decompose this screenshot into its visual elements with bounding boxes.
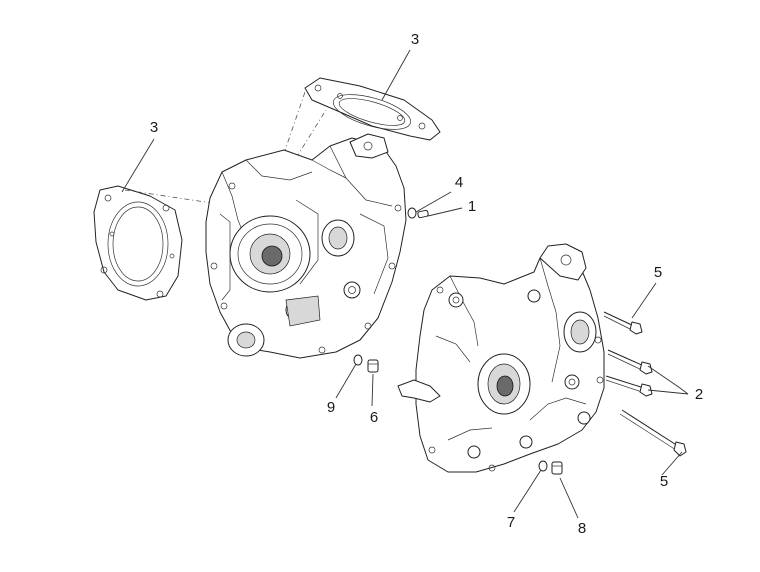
base-gasket-left <box>93 185 183 301</box>
callout-5-lower: 5 <box>660 473 668 490</box>
callout-6: 6 <box>370 409 378 426</box>
leader-line-5-upper <box>631 282 657 319</box>
alignment-line <box>124 189 213 204</box>
callout-8: 8 <box>578 520 586 537</box>
callout-2: 2 <box>695 386 703 403</box>
dowel-pin-1 <box>417 209 429 219</box>
bolt-2-b <box>605 375 653 397</box>
o-ring-4 <box>407 207 417 219</box>
callout-9: 9 <box>327 399 335 416</box>
leader-line-5-lower <box>661 451 683 476</box>
head-gasket-top <box>304 77 441 141</box>
callout-1: 1 <box>468 198 476 215</box>
alignment-line <box>295 109 327 159</box>
leader-line-2 <box>647 365 689 395</box>
callout-5-upper: 5 <box>654 264 662 281</box>
leader-line-3-top <box>381 49 411 101</box>
callout-7: 7 <box>507 514 515 531</box>
leader-line-4 <box>415 191 452 213</box>
bolt-5-upper <box>603 311 643 335</box>
washer-9 <box>353 354 363 366</box>
leader-line-1 <box>427 207 463 217</box>
bolt-2-a <box>607 349 653 375</box>
leader-line-8 <box>559 477 579 519</box>
leader-line-7 <box>513 469 542 513</box>
leader-line-9 <box>335 363 357 399</box>
leader-line-6 <box>371 373 374 407</box>
callout-3-top: 3 <box>411 31 419 48</box>
callout-3-left: 3 <box>150 119 158 136</box>
drain-plug-8 <box>551 461 563 475</box>
leader-line-3-left <box>121 138 155 193</box>
right-crankcase-half <box>397 243 605 473</box>
bolt-5-lower <box>619 409 687 457</box>
callout-4: 4 <box>455 174 463 191</box>
plug-6 <box>367 359 379 373</box>
washer-7 <box>538 460 548 472</box>
left-crankcase-half <box>205 133 407 359</box>
leader-line-2b <box>647 389 689 395</box>
